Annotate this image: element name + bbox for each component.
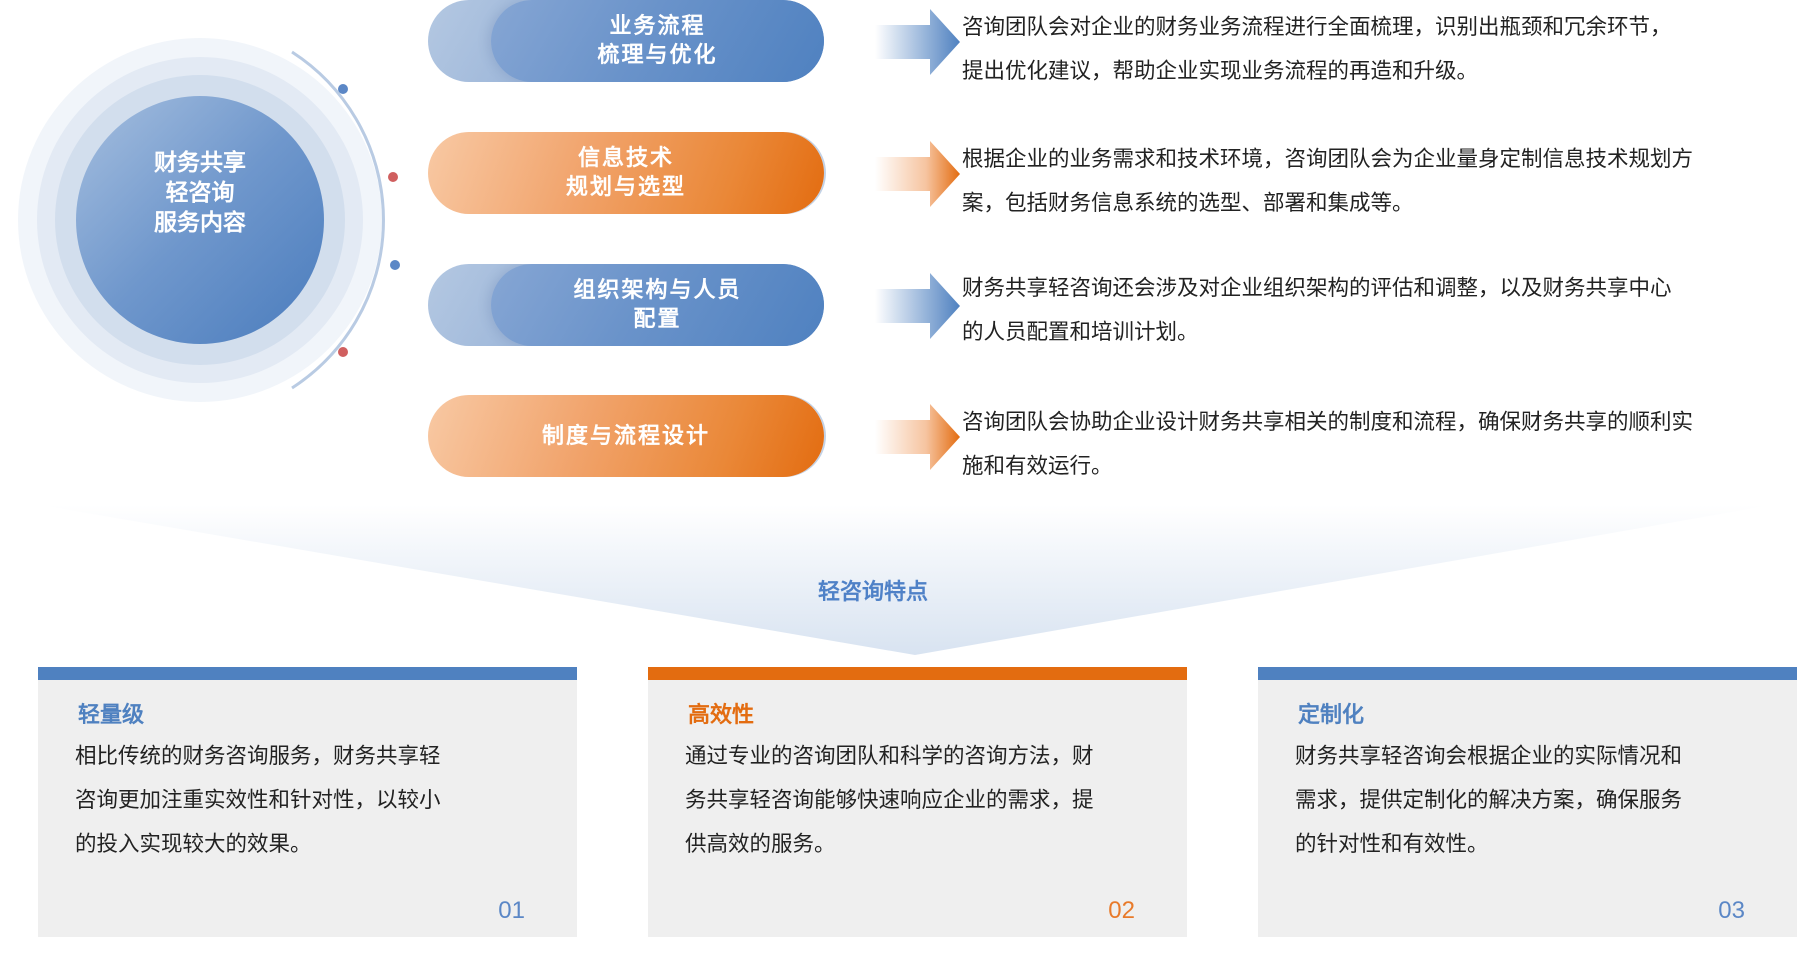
orbit-dot-red-1 (388, 172, 398, 182)
feature-card-lightweight: 轻量级 相比传统的财务咨询服务，财务共享轻 咨询更加注重实效性和针对性，以较小 … (38, 667, 577, 937)
description-line: 咨询团队会对企业的财务业务流程进行全面梳理，识别出瓶颈和冗余环节， (962, 15, 1672, 40)
hub-title: 财务共享 轻咨询 服务内容 (100, 148, 300, 238)
card-body: 相比传统的财务咨询服务，财务共享轻 咨询更加注重实效性和针对性，以较小 的投入实… (75, 735, 545, 867)
card-accent-bar (1258, 667, 1797, 680)
description-line: 财务共享轻咨询还会涉及对企业组织架构的评估和调整，以及财务共享中心 (962, 276, 1672, 301)
description-line: 案，包括财务信息系统的选型、部署和集成等。 (962, 191, 1414, 216)
orbit-dot-blue-2 (390, 260, 400, 270)
service-description: 根据企业的业务需求和技术环境，咨询团队会为企业量身定制信息技术规划方 案，包括财… (962, 138, 1812, 226)
description-line: 施和有效运行。 (962, 454, 1113, 479)
card-body-line: 咨询更加注重实效性和针对性，以较小 (75, 788, 441, 813)
feature-card-customization: 定制化 财务共享轻咨询会根据企业的实际情况和 需求，提供定制化的解决方案，确保服… (1258, 667, 1797, 937)
card-body-line: 需求，提供定制化的解决方案，确保服务 (1295, 788, 1683, 813)
card-body-line: 财务共享轻咨询会根据企业的实际情况和 (1295, 744, 1683, 769)
card-body-line: 通过专业的咨询团队和科学的咨询方法，财 (685, 744, 1094, 769)
card-body-line: 供高效的服务。 (685, 832, 836, 857)
service-pill-policy: 制度与流程设计 (428, 395, 824, 477)
hub-title-line: 财务共享 (154, 150, 246, 176)
card-accent-bar (38, 667, 577, 680)
card-title: 定制化 (1298, 703, 1365, 728)
card-body: 通过专业的咨询团队和科学的咨询方法，财 务共享轻咨询能够快速响应企业的需求，提 … (685, 735, 1155, 867)
service-description: 财务共享轻咨询还会涉及对企业组织架构的评估和调整，以及财务共享中心 的人员配置和… (962, 267, 1812, 355)
arrow-right-icon (875, 404, 960, 470)
hub-diagram (18, 38, 400, 402)
arrow-right-icon (875, 273, 960, 339)
pill-inner (491, 264, 824, 346)
card-body-line: 的投入实现较大的效果。 (75, 832, 312, 857)
service-pill-organization: 组织架构与人员 配置 (428, 264, 824, 346)
card-accent-bar (648, 667, 1187, 680)
service-description: 咨询团队会协助企业设计财务共享相关的制度和流程，确保财务共享的顺利实 施和有效运… (962, 401, 1812, 489)
orbit-dot-red-2 (338, 347, 348, 357)
card-number: 01 (498, 897, 525, 924)
card-body: 财务共享轻咨询会根据企业的实际情况和 需求，提供定制化的解决方案，确保服务 的针… (1295, 735, 1765, 867)
hub-title-line: 服务内容 (154, 210, 246, 236)
service-label: 业务流程 梳理与优化 (597, 14, 718, 68)
card-title: 高效性 (688, 703, 755, 728)
card-body-line: 务共享轻咨询能够快速响应企业的需求，提 (685, 788, 1094, 813)
service-label: 组织架构与人员 配置 (573, 278, 742, 332)
hub-title-line: 轻咨询 (165, 180, 235, 206)
hub-orbit-arc (291, 50, 385, 390)
funnel-triangle (40, 505, 1772, 655)
description-line: 根据企业的业务需求和技术环境，咨询团队会为企业量身定制信息技术规划方 (962, 147, 1694, 172)
pill-inner (491, 0, 824, 82)
service-description: 咨询团队会对企业的财务业务流程进行全面梳理，识别出瓶颈和冗余环节， 提出优化建议… (962, 6, 1812, 94)
description-line: 提出优化建议，帮助企业实现业务流程的再造和升级。 (962, 59, 1479, 84)
description-line: 的人员配置和培训计划。 (962, 320, 1199, 345)
service-pill-it: 信息技术 规划与选型 (428, 132, 824, 214)
feature-card-efficiency: 高效性 通过专业的咨询团队和科学的咨询方法，财 务共享轻咨询能够快速响应企业的需… (648, 667, 1187, 937)
description-line: 咨询团队会协助企业设计财务共享相关的制度和流程，确保财务共享的顺利实 (962, 410, 1694, 435)
card-number: 02 (1108, 897, 1135, 924)
orbit-dot-blue-1 (338, 84, 348, 94)
service-label: 制度与流程设计 (541, 423, 710, 449)
service-label: 信息技术 规划与选型 (565, 146, 686, 200)
arrow-right-icon (875, 9, 960, 75)
service-pill-process: 业务流程 梳理与优化 (428, 0, 824, 82)
card-title: 轻量级 (78, 703, 145, 728)
arrow-right-icon (875, 141, 960, 207)
card-body-line: 的针对性和有效性。 (1295, 832, 1489, 857)
hub-core (76, 96, 324, 344)
features-title: 轻咨询特点 (817, 580, 928, 605)
card-number: 03 (1718, 897, 1745, 924)
card-body-line: 相比传统的财务咨询服务，财务共享轻 (75, 744, 441, 769)
